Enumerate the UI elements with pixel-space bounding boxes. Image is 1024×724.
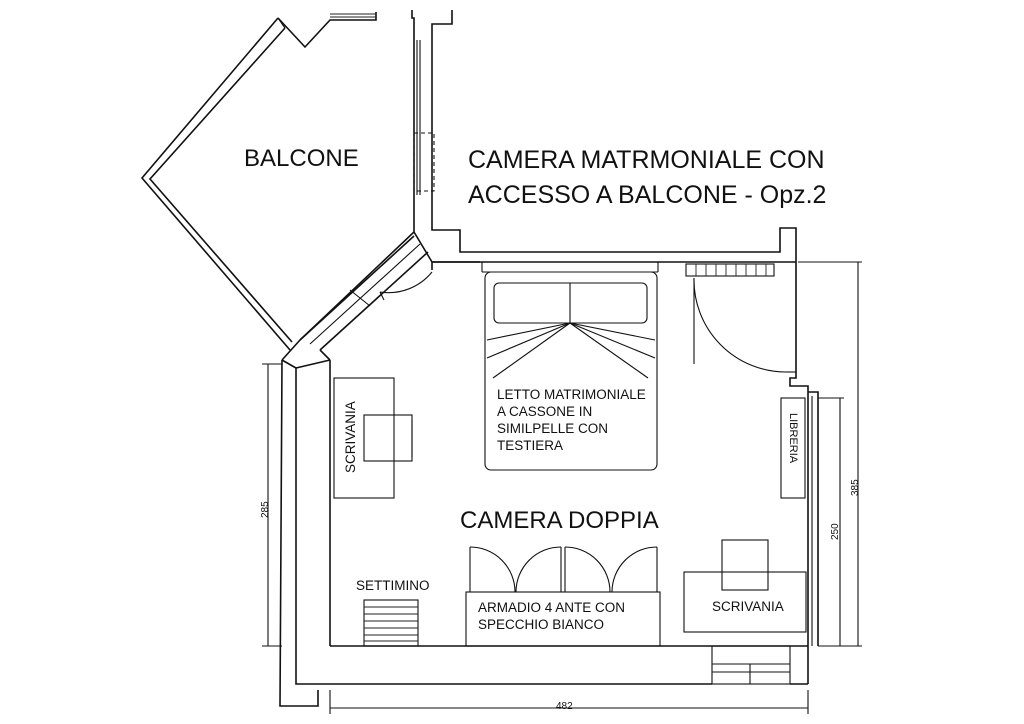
room-label: CAMERA DOPPIA [460,507,659,534]
right-desk: SCRIVANIA [683,539,807,633]
wardrobe-label-line-1: ARMADIO 4 ANTE CON [478,600,625,615]
dresser-label: SETTIMINO [356,578,430,593]
wardrobe: ARMADIO 4 ANTE CON SPECCHIO BIANCO [465,546,661,647]
door-arcs [379,271,796,373]
dimension-left: 285 [260,363,282,647]
bottom-radiator [711,645,791,685]
balcony-label: BALCONE [244,145,359,172]
dimension-left-label: 285 [260,501,271,518]
plan-title-line-1: CAMERA MATRMONIALE CON [468,146,825,174]
radiator [685,263,775,277]
balcony-outline [140,12,377,351]
left-desk: SCRIVANIA [333,377,413,499]
right-desk-label: SCRIVANIA [712,599,784,614]
dimension-right-inner-label: 250 [830,523,841,540]
dresser: SETTIMINO [356,578,430,647]
dimension-right-outer-label: 385 [850,479,861,496]
dimension-bottom: 482 [329,690,809,714]
bed-label-line-3: SIMILPELLE CON [497,421,608,436]
bed-label-line-2: A CASSONE IN [497,404,592,419]
bed: LETTO MATRIMONIALE A CASSONE IN SIMILPEL… [484,271,658,471]
bookcase-label: LIBRERIA [787,413,799,464]
bed-label-line-1: LETTO MATRIMONIALE [497,387,646,402]
wardrobe-label-line-2: SPECCHIO BIANCO [478,617,604,632]
dimension-right-inner: 250 [818,397,844,647]
dimension-bottom-label: 482 [556,701,573,712]
plan-title-line-2: ACCESSO A BALCONE - Opz.2 [468,181,826,209]
bookcase: LIBRERIA [780,397,806,499]
bed-label-line-4: TESTIERA [497,438,563,453]
wall-segments [279,10,819,707]
left-desk-label: SCRIVANIA [343,401,358,473]
